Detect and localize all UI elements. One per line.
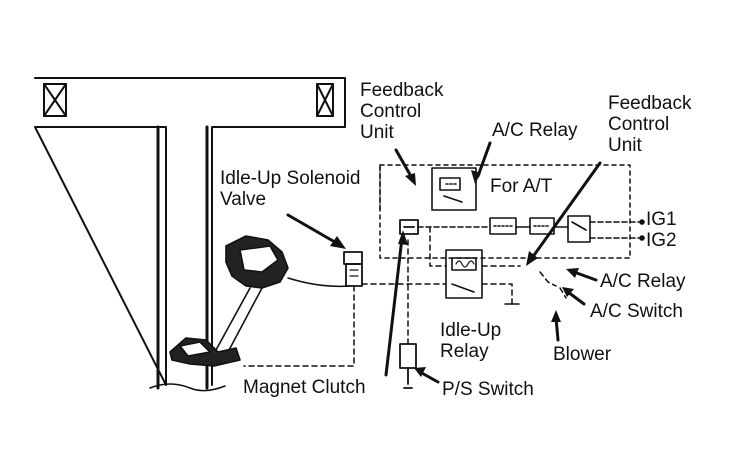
pedal-linkage bbox=[169, 337, 241, 367]
feedback-control-unit-label-left: Feedback Control Unit bbox=[360, 80, 443, 143]
ac-relay-for-at bbox=[431, 167, 477, 211]
arrowheads bbox=[330, 170, 579, 377]
feedback-control-unit-label-right: Feedback Control Unit bbox=[608, 93, 691, 156]
ps-switch bbox=[399, 343, 417, 389]
ac-switch-label: A/C Switch bbox=[590, 301, 683, 322]
fcu-right-line-2: Control bbox=[608, 114, 670, 135]
control-wiring bbox=[243, 226, 567, 367]
solenoid-line-2: Valve bbox=[220, 189, 267, 210]
leader-arrows bbox=[286, 141, 602, 384]
idle-up-solenoid-valve bbox=[343, 251, 363, 287]
fcu-left-line-3: Unit bbox=[360, 122, 394, 143]
ps-switch-label: P/S Switch bbox=[442, 379, 534, 400]
ac-relay-right-label: A/C Relay bbox=[600, 271, 686, 292]
fcu-right-line-3: Unit bbox=[608, 135, 642, 156]
fcu-left-line-1: Feedback bbox=[360, 80, 444, 101]
blower-label: Blower bbox=[553, 344, 612, 365]
relay-line-1: Idle-Up bbox=[440, 320, 502, 341]
ignition-fuse-line bbox=[417, 215, 645, 243]
idle-up-relay-label: Idle-Up Relay bbox=[440, 320, 501, 362]
feedback-control-unit-boundary bbox=[379, 164, 631, 259]
magnet-clutch-label: Magnet Clutch bbox=[243, 377, 366, 398]
idle-up-relay-box bbox=[445, 249, 483, 299]
relay-line-2: Relay bbox=[440, 341, 489, 362]
throttle-cable bbox=[287, 277, 351, 288]
solenoid-line-1: Idle-Up Solenoid bbox=[220, 168, 361, 189]
ig2-label: IG2 bbox=[646, 230, 677, 251]
for-at-label: For A/T bbox=[490, 176, 553, 197]
throttle-body bbox=[215, 235, 289, 353]
ig1-label: IG1 bbox=[646, 209, 677, 230]
fcu-left-line-2: Control bbox=[360, 101, 422, 122]
manifold-sensor-left bbox=[43, 83, 67, 117]
ac-relay-top-label: A/C Relay bbox=[492, 120, 578, 141]
fcu-right-line-1: Feedback bbox=[608, 93, 692, 114]
manifold-sensor-right bbox=[316, 83, 334, 117]
idle-up-solenoid-valve-label: Idle-Up Solenoid Valve bbox=[220, 168, 360, 210]
